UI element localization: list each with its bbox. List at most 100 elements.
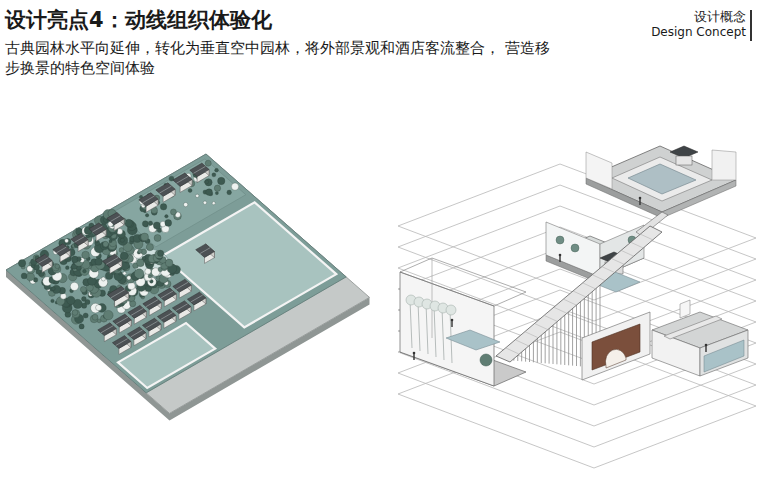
- tree: [102, 242, 108, 248]
- pavilion-post: [676, 156, 692, 165]
- person-body: [413, 354, 414, 360]
- header-bar: [750, 10, 752, 41]
- tree: [165, 215, 168, 218]
- roof-ridge: [191, 295, 203, 302]
- building-roof: [196, 244, 215, 258]
- roof-ridge: [161, 313, 173, 320]
- building: [196, 244, 215, 264]
- roof-ridge: [176, 176, 188, 183]
- roof-ridge: [101, 326, 113, 333]
- tree: [138, 249, 142, 253]
- roof-ridge: [131, 330, 143, 337]
- tree: [148, 221, 152, 225]
- tree: [105, 272, 113, 280]
- building: [172, 301, 191, 320]
- building: [173, 173, 192, 192]
- roof-ridge: [200, 248, 210, 254]
- tree: [165, 259, 173, 267]
- tree: [65, 239, 69, 243]
- tree: [96, 305, 102, 311]
- tree: [90, 315, 98, 323]
- tree: [120, 238, 124, 242]
- tree: [215, 168, 219, 172]
- tree: [206, 189, 213, 196]
- tree: [146, 244, 153, 251]
- person: [639, 197, 642, 205]
- roof-ridge: [146, 300, 158, 307]
- tree: [231, 183, 238, 190]
- stair-tread: [621, 250, 634, 256]
- tree: [55, 264, 60, 269]
- building: [156, 183, 175, 202]
- building: [103, 254, 122, 273]
- tree: [100, 242, 108, 250]
- roof-ridge: [176, 304, 188, 311]
- tree: [65, 266, 69, 270]
- stair: [664, 316, 722, 339]
- tree: [70, 282, 78, 290]
- building: [158, 288, 177, 307]
- building-roof: [103, 254, 122, 267]
- roof-ridge: [116, 317, 128, 324]
- axonometric: [398, 146, 756, 468]
- stair-tread: [544, 315, 557, 321]
- building: [128, 306, 147, 325]
- tree-sketch: [434, 306, 436, 357]
- building: [190, 163, 209, 182]
- roof-ridge: [38, 257, 48, 263]
- tree: [21, 273, 27, 279]
- roof-ridge: [161, 291, 173, 298]
- header-label: 设计概念: [694, 8, 746, 26]
- tree: [101, 277, 105, 281]
- building-roof: [113, 314, 132, 327]
- stair-tread: [612, 259, 625, 265]
- tree: [133, 249, 143, 259]
- building: [113, 314, 132, 333]
- tree: [117, 229, 123, 235]
- building-roof: [98, 323, 117, 336]
- tree-sketch: [446, 305, 456, 315]
- tree: [98, 278, 107, 287]
- tree: [154, 234, 161, 241]
- person: [705, 344, 708, 352]
- tree: [51, 287, 55, 291]
- caption: 古典园林水平向延伸，转化为垂直空中园林，将外部景观和酒店客流整合， 营造移步换景…: [5, 38, 553, 78]
- tree: [79, 324, 84, 329]
- timber-screen: [592, 324, 640, 370]
- tree: [127, 276, 131, 280]
- wall: [700, 330, 748, 376]
- roof-ridge: [116, 339, 128, 346]
- tree: [134, 269, 144, 279]
- ground: [6, 154, 370, 413]
- page-title: 设计亮点4：动线组织体验化: [5, 6, 272, 34]
- building: [107, 213, 124, 231]
- wall-edge: [432, 258, 433, 338]
- building: [142, 318, 161, 337]
- building-roof: [107, 213, 124, 225]
- roof-ridge: [74, 237, 84, 243]
- person-head: [639, 197, 642, 200]
- building: [187, 292, 206, 311]
- floor-plate: [398, 206, 756, 342]
- tree: [157, 250, 163, 256]
- tree: [52, 285, 60, 293]
- tree: [556, 236, 564, 244]
- person: [559, 254, 562, 262]
- tree: [480, 354, 492, 366]
- building-roof: [71, 233, 88, 245]
- tree: [188, 188, 192, 192]
- wall: [586, 152, 612, 189]
- building: [139, 193, 158, 212]
- stair-tread: [535, 324, 548, 330]
- person-head: [559, 254, 562, 257]
- stair-tread: [525, 332, 538, 338]
- roof-ridge: [131, 308, 143, 315]
- tree: [227, 190, 232, 195]
- stair-slat: [568, 306, 569, 365]
- person-head: [451, 319, 454, 322]
- person: [451, 319, 454, 327]
- tree: [153, 222, 160, 229]
- building-roof: [139, 193, 158, 206]
- building: [127, 327, 145, 346]
- building-roof: [158, 288, 177, 301]
